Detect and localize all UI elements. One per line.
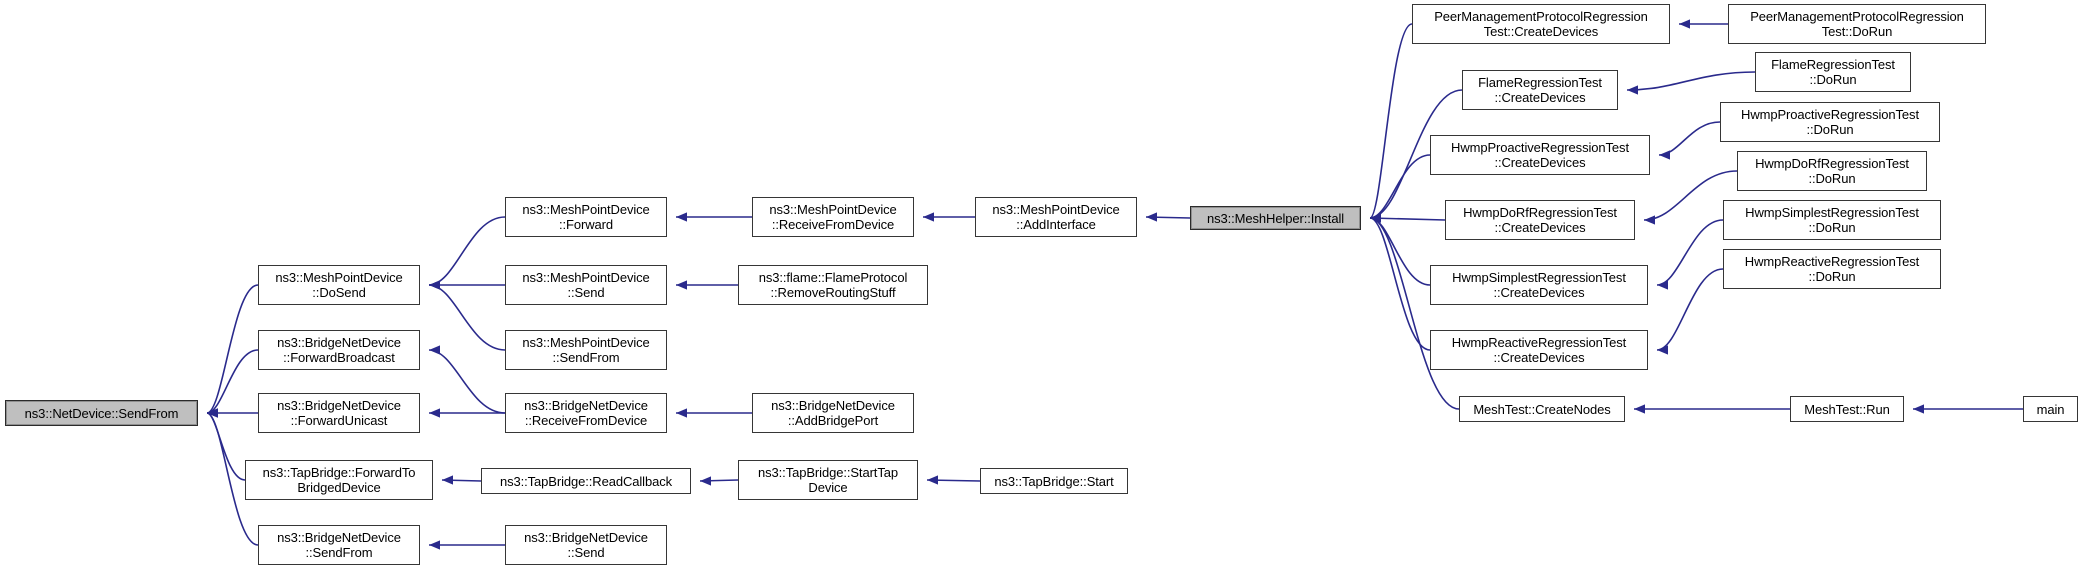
graph-edge-mpd_receivefromdevice-to-mpd_forward [676, 212, 752, 222]
graph-node-label: ns3::BridgeNetDevice ::ForwardBroadcast [277, 335, 401, 365]
graph-node-label: PeerManagementProtocolRegression Test::D… [1750, 9, 1964, 39]
graph-edge-pmpr_createdevices-to-meshhelper_install [1369, 23, 1413, 223]
graph-edge-hwmpreactive_cd-to-meshhelper_install [1369, 213, 1431, 351]
graph-node-label: ns3::BridgeNetDevice ::ReceiveFromDevice [524, 398, 648, 428]
graph-node-label: ns3::BridgeNetDevice ::Send [524, 530, 648, 560]
graph-edge-tb_readcallback-to-tb_forwardtobridged [441, 475, 482, 485]
graph-node-label: ns3::MeshPointDevice ::SendFrom [522, 335, 650, 365]
graph-node-mpd_send[interactable]: ns3::MeshPointDevice ::Send [505, 265, 667, 305]
graph-node-label: ns3::TapBridge::ForwardTo BridgedDevice [262, 465, 416, 495]
graph-node-label: HwmpReactiveRegressionTest ::CreateDevic… [1451, 335, 1627, 365]
graph-node-bnd_send[interactable]: ns3::BridgeNetDevice ::Send [505, 525, 667, 565]
graph-node-label: main [2036, 401, 2065, 417]
graph-node-netdevice_sendfrom[interactable]: ns3::NetDevice::SendFrom [5, 400, 198, 426]
graph-edge-hwmpproactive_dorun-to-hwmpproactive_cd [1658, 121, 1721, 160]
graph-node-flame_removerouting[interactable]: ns3::flame::FlameProtocol ::RemoveRoutin… [738, 265, 928, 305]
graph-node-mpd_addinterface[interactable]: ns3::MeshPointDevice ::AddInterface [975, 197, 1137, 237]
graph-edge-bnd_forwardunicast-to-netdevice_sendfrom [207, 408, 258, 418]
graph-node-label: HwmpSimplestRegressionTest ::CreateDevic… [1452, 270, 1626, 300]
graph-edge-flame_removerouting-to-mpd_send [676, 280, 738, 290]
graph-node-bnd_addbridgeport[interactable]: ns3::BridgeNetDevice ::AddBridgePort [752, 393, 914, 433]
graph-edge-tb_start-to-tb_starttapdevice [926, 475, 981, 485]
graph-edge-meshhelper_install-to-mpd_addinterface [1145, 212, 1191, 222]
graph-node-main[interactable]: main [2023, 396, 2078, 422]
graph-node-label: ns3::MeshPointDevice ::AddInterface [992, 202, 1120, 232]
graph-node-meshhelper_install[interactable]: ns3::MeshHelper::Install [1190, 206, 1361, 230]
graph-node-label: MeshTest::CreateNodes [1473, 401, 1611, 417]
graph-node-hwmpsimplest_cd[interactable]: HwmpSimplestRegressionTest ::CreateDevic… [1430, 265, 1648, 305]
graph-edge-meshtest_createnodes-to-meshhelper_install [1369, 213, 1460, 410]
graph-node-hwmpproactive_cd[interactable]: HwmpProactiveRegressionTest ::CreateDevi… [1430, 135, 1650, 175]
graph-node-label: ns3::TapBridge::StartTap Device [758, 465, 898, 495]
graph-node-label: HwmpReactiveRegressionTest ::DoRun [1744, 254, 1920, 284]
graph-edge-mpd_send-to-mpd_dosend [429, 280, 505, 290]
graph-node-hwmpreactive_cd[interactable]: HwmpReactiveRegressionTest ::CreateDevic… [1430, 330, 1648, 370]
graph-node-label: ns3::NetDevice::SendFrom [24, 405, 179, 421]
graph-node-label: ns3::BridgeNetDevice ::AddBridgePort [771, 398, 895, 428]
graph-node-label: ns3::BridgeNetDevice ::SendFrom [277, 530, 401, 560]
graph-edge-flame_dorun-to-flame_createdevices [1626, 71, 1756, 95]
graph-node-pmpr_dorun[interactable]: PeerManagementProtocolRegression Test::D… [1728, 4, 1986, 44]
graph-edge-hwmpproactive_cd-to-meshhelper_install [1369, 154, 1431, 223]
graph-edge-hwmpreactive_dorun-to-hwmpreactive_cd [1656, 268, 1724, 355]
graph-node-mpd_sendfrom[interactable]: ns3::MeshPointDevice ::SendFrom [505, 330, 667, 370]
graph-node-label: MeshTest::Run [1804, 401, 1890, 417]
graph-node-bnd_forwardbroadcast[interactable]: ns3::BridgeNetDevice ::ForwardBroadcast [258, 330, 420, 370]
graph-node-label: PeerManagementProtocolRegression Test::C… [1434, 9, 1648, 39]
graph-node-label: ns3::flame::FlameProtocol ::RemoveRoutin… [758, 270, 908, 300]
graph-edge-mpd_sendfrom-to-mpd_dosend [428, 280, 506, 351]
graph-node-label: ns3::MeshPointDevice ::Forward [522, 202, 650, 232]
graph-node-hwmpproactive_dorun[interactable]: HwmpProactiveRegressionTest ::DoRun [1720, 102, 1940, 142]
graph-node-bnd_sendfrom[interactable]: ns3::BridgeNetDevice ::SendFrom [258, 525, 420, 565]
graph-node-label: FlameRegressionTest ::DoRun [1771, 57, 1895, 87]
graph-edge-bnd_receivefromdevice-to-bnd_forwardunicast [429, 408, 505, 418]
graph-node-hwmpsimplest_dorun[interactable]: HwmpSimplestRegressionTest ::DoRun [1723, 200, 1941, 240]
graph-node-label: FlameRegressionTest ::CreateDevices [1478, 75, 1602, 105]
graph-node-label: HwmpDoRfRegressionTest ::DoRun [1755, 156, 1909, 186]
graph-node-mpd_dosend[interactable]: ns3::MeshPointDevice ::DoSend [258, 265, 420, 305]
graph-edge-mpd_forward-to-mpd_dosend [428, 216, 506, 290]
graph-edge-hwmpsimplest_cd-to-meshhelper_install [1369, 213, 1431, 286]
graph-node-tb_start[interactable]: ns3::TapBridge::Start [980, 468, 1128, 494]
graph-node-label: ns3::MeshHelper::Install [1206, 210, 1345, 226]
graph-node-meshtest_createnodes[interactable]: MeshTest::CreateNodes [1459, 396, 1625, 422]
graph-edge-main-to-meshtest_run [1913, 404, 2023, 414]
graph-node-label: ns3::TapBridge::Start [994, 473, 1114, 489]
graph-node-meshtest_run[interactable]: MeshTest::Run [1790, 396, 1904, 422]
graph-edge-hwmpdorf_cd-to-meshhelper_install [1369, 213, 1446, 223]
graph-edge-bnd_receivefromdevice-to-bnd_forwardbroadcast [428, 345, 506, 414]
graph-node-label: ns3::MeshPointDevice ::DoSend [275, 270, 403, 300]
graph-node-mpd_receivefromdevice[interactable]: ns3::MeshPointDevice ::ReceiveFromDevice [752, 197, 914, 237]
graph-node-label: ns3::MeshPointDevice ::Send [522, 270, 650, 300]
graph-edge-bnd_send-to-bnd_sendfrom [429, 540, 505, 550]
graph-node-label: HwmpProactiveRegressionTest ::DoRun [1741, 107, 1919, 137]
graph-node-mpd_forward[interactable]: ns3::MeshPointDevice ::Forward [505, 197, 667, 237]
graph-node-hwmpdorf_cd[interactable]: HwmpDoRfRegressionTest ::CreateDevices [1445, 200, 1635, 240]
graph-node-flame_dorun[interactable]: FlameRegressionTest ::DoRun [1755, 52, 1911, 92]
graph-node-pmpr_createdevices[interactable]: PeerManagementProtocolRegression Test::C… [1412, 4, 1670, 44]
graph-edge-bnd_addbridgeport-to-bnd_receivefromdevice [676, 408, 752, 418]
graph-node-hwmpreactive_dorun[interactable]: HwmpReactiveRegressionTest ::DoRun [1723, 249, 1941, 289]
graph-node-label: ns3::TapBridge::ReadCallback [499, 473, 673, 489]
graph-edge-pmpr_dorun-to-pmpr_createdevices [1679, 19, 1728, 29]
graph-edge-mpd_dosend-to-netdevice_sendfrom [206, 284, 259, 418]
graph-node-bnd_receivefromdevice[interactable]: ns3::BridgeNetDevice ::ReceiveFromDevice [505, 393, 667, 433]
graph-node-tb_starttapdevice[interactable]: ns3::TapBridge::StartTap Device [738, 460, 918, 500]
graph-node-label: HwmpDoRfRegressionTest ::CreateDevices [1463, 205, 1617, 235]
graph-edge-hwmpsimplest_dorun-to-hwmpsimplest_cd [1656, 219, 1724, 290]
graph-node-label: HwmpProactiveRegressionTest ::CreateDevi… [1451, 140, 1629, 170]
graph-edge-meshtest_run-to-meshtest_createnodes [1634, 404, 1790, 414]
graph-edge-tb_forwardtobridged-to-netdevice_sendfrom [206, 408, 246, 481]
graph-node-tb_readcallback[interactable]: ns3::TapBridge::ReadCallback [481, 468, 691, 494]
graph-node-hwmpdorf_dorun[interactable]: HwmpDoRfRegressionTest ::DoRun [1737, 151, 1927, 191]
graph-node-label: HwmpSimplestRegressionTest ::DoRun [1745, 205, 1919, 235]
graph-edge-bnd_forwardbroadcast-to-netdevice_sendfrom [206, 349, 259, 418]
graph-node-bnd_forwardunicast[interactable]: ns3::BridgeNetDevice ::ForwardUnicast [258, 393, 420, 433]
graph-node-label: ns3::BridgeNetDevice ::ForwardUnicast [277, 398, 401, 428]
graph-node-tb_forwardtobridged[interactable]: ns3::TapBridge::ForwardTo BridgedDevice [245, 460, 433, 500]
graph-edge-tb_starttapdevice-to-tb_readcallback [699, 476, 739, 486]
graph-node-label: ns3::MeshPointDevice ::ReceiveFromDevice [769, 202, 897, 232]
graph-edge-mpd_addinterface-to-mpd_receivefromdevice [923, 212, 975, 222]
graph-node-flame_createdevices[interactable]: FlameRegressionTest ::CreateDevices [1462, 70, 1618, 110]
